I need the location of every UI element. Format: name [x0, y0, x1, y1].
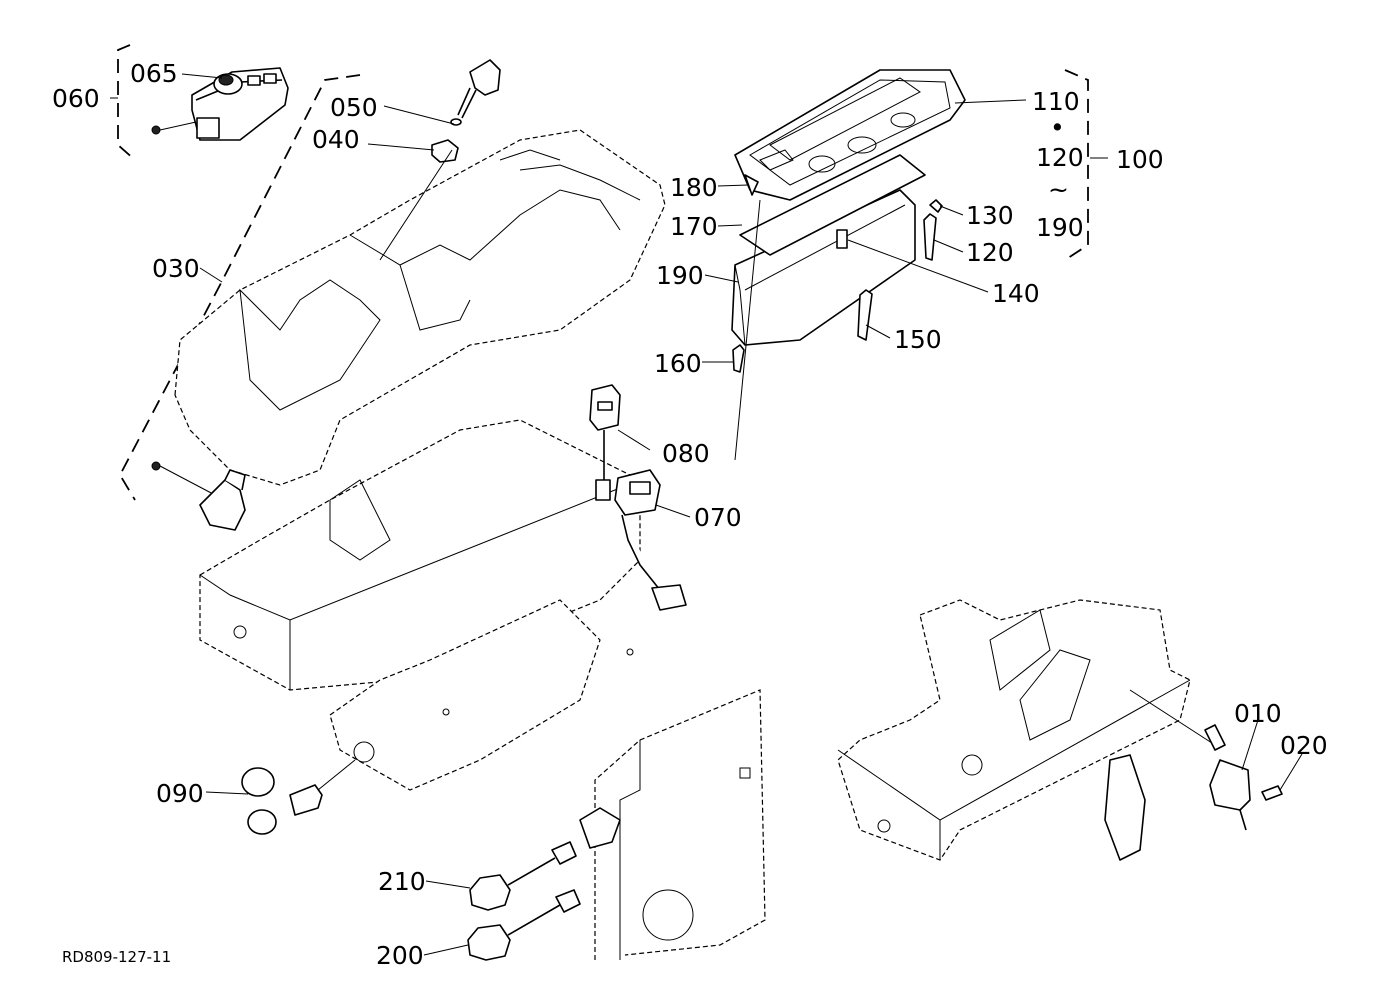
callout-120-group: 120 — [1036, 143, 1084, 172]
cable-210 — [469, 841, 577, 911]
callout-060: 060 — [52, 84, 100, 113]
callout-130: 130 — [966, 201, 1014, 230]
callout-140: 140 — [992, 279, 1040, 308]
switch-assembly-060 — [117, 44, 289, 161]
callout-150: 150 — [894, 325, 942, 354]
callout-120: 120 — [966, 238, 1014, 267]
lower-plate — [579, 689, 766, 960]
callout-190: 190 — [656, 261, 704, 290]
callout-090: 090 — [156, 779, 204, 808]
callout-110: 110 — [1032, 87, 1080, 116]
switch-070 — [614, 469, 687, 611]
callout-040: 040 — [312, 125, 360, 154]
group-100-tilde: ~ — [1048, 175, 1069, 204]
callout-065: 065 — [130, 59, 178, 88]
callout-080: 080 — [662, 439, 710, 468]
cable-200 — [467, 889, 581, 961]
callout-010: 010 — [1234, 699, 1282, 728]
frame-lower — [199, 419, 641, 791]
pedal-bracket — [837, 599, 1216, 861]
callout-190-group: 190 — [1036, 213, 1084, 242]
switch-080 — [589, 384, 621, 501]
sensor-010-020 — [1204, 724, 1283, 831]
callout-210: 210 — [378, 867, 426, 896]
callout-160: 160 — [654, 349, 702, 378]
callout-200: 200 — [376, 941, 424, 970]
power-socket-090 — [241, 759, 356, 835]
meter-panel-100 — [731, 69, 1089, 373]
callout-020: 020 — [1280, 731, 1328, 760]
callout-100: 100 — [1116, 145, 1164, 174]
drawing-code: RD809-127-11 — [62, 948, 171, 966]
callout-030: 030 — [152, 254, 200, 283]
group-100-dot: • — [1050, 113, 1065, 142]
leader-lines — [110, 73, 1303, 956]
callout-070: 070 — [694, 503, 742, 532]
callout-180: 180 — [670, 173, 718, 202]
callout-170: 170 — [670, 212, 718, 241]
key-switch-040-050 — [431, 59, 501, 163]
panel-cover-030 — [118, 74, 666, 531]
callout-050: 050 — [330, 93, 378, 122]
